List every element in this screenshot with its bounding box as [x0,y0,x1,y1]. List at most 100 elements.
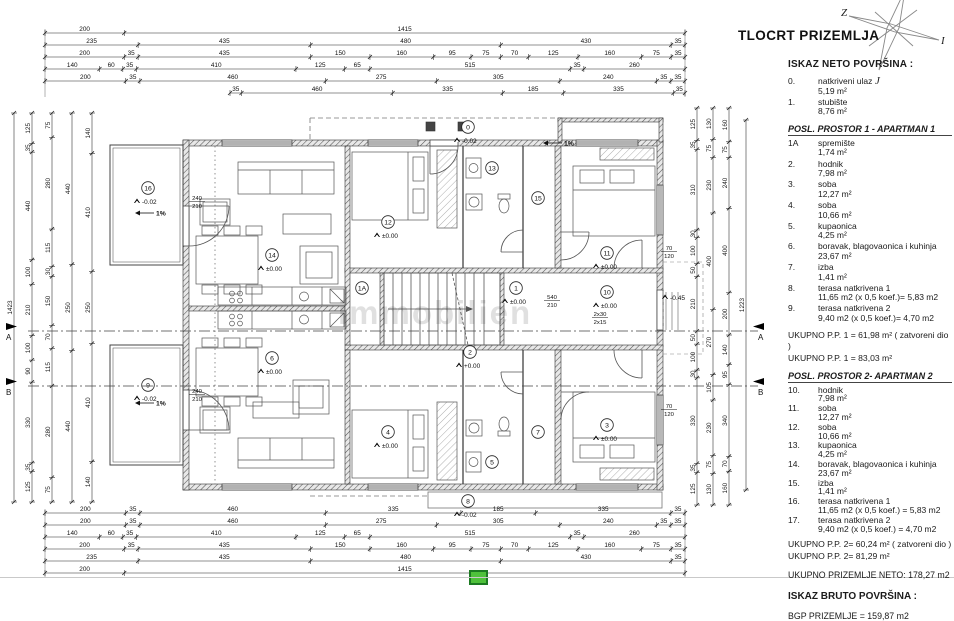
svg-text:160: 160 [722,482,729,493]
item-number: 3. [788,179,796,190]
doors-layer [188,145,643,431]
svg-text:160: 160 [396,50,407,57]
svg-text:480: 480 [400,38,411,45]
walls-layer [182,117,664,491]
svg-text:75: 75 [706,461,713,469]
svg-text:210: 210 [192,397,203,403]
room-label: 6±0.00 [258,351,282,376]
svg-text:75: 75 [482,50,490,57]
room-label: 5 [485,455,499,469]
item-name: stubište [818,96,848,107]
room-label: 7 [531,425,545,439]
svg-text:140: 140 [722,344,729,355]
item-number: 2. [788,158,796,169]
svg-text:90: 90 [25,367,32,375]
svg-text:435: 435 [219,38,230,45]
item-number: 9. [788,303,796,314]
svg-text:305: 305 [493,518,504,525]
svg-text:515: 515 [465,62,476,69]
svg-text:95: 95 [449,542,457,549]
compass-east-label: I [940,35,946,47]
svg-text:±0.00: ±0.00 [601,303,617,310]
svg-text:125: 125 [690,483,697,494]
svg-text:-0.02: -0.02 [142,199,157,206]
svg-text:35: 35 [675,38,683,45]
compass-south-label: J [875,75,881,87]
svg-text:1%: 1% [156,210,166,217]
svg-text:125: 125 [25,123,32,134]
svg-text:210: 210 [547,303,558,309]
svg-text:335: 335 [613,86,624,93]
svg-text:400: 400 [706,255,713,266]
item-area: 23,67 m² [818,467,852,478]
svg-text:35: 35 [676,86,684,93]
item-number: 10. [788,384,800,395]
item-area: 4,25 m² [818,449,847,460]
svg-text:1: 1 [514,285,518,292]
svg-text:5: 5 [490,459,494,466]
svg-text:115: 115 [45,362,52,373]
svg-text:400: 400 [722,245,729,256]
svg-text:1%: 1% [564,140,574,147]
svg-text:125: 125 [548,542,559,549]
apartment1-header: POSL. PROSTOR 1 - APARTMAN 1 [788,124,952,136]
item-number: 16. [788,496,800,507]
svg-text:0: 0 [466,124,470,131]
item-name: terasa natkrivena 1 [818,496,891,507]
svg-text:75: 75 [482,542,490,549]
area-schedule-panel: TLOCRT PRIZEMLJA ISKAZ NETO POVRŠINA : 0… [738,26,952,621]
svg-text:35: 35 [129,506,137,513]
compass-rose: Z I J [841,0,946,87]
svg-text:70: 70 [722,460,729,468]
svg-text:35: 35 [232,86,240,93]
total-line: UKUPNO P.P. 1 = 61,98 m² ( zatvoreni dio… [788,329,949,351]
svg-text:150: 150 [335,542,346,549]
svg-text:±0.00: ±0.00 [601,436,617,443]
room-label: 9-0.02 [134,378,157,403]
item-number: 4. [788,199,796,210]
dimension-frames [44,29,686,577]
svg-text:240: 240 [192,389,203,395]
room-label: 11±0.00 [593,246,617,271]
svg-text:435: 435 [219,554,230,561]
svg-text:305: 305 [493,74,504,81]
room-label: 8-0.02 [454,494,477,519]
svg-text:+0.00: +0.00 [464,363,481,370]
item-area: 5,19 m² [818,85,847,96]
svg-text:340: 340 [722,415,729,426]
svg-text:275: 275 [376,74,387,81]
svg-text:1%: 1% [156,400,166,407]
svg-text:65: 65 [354,530,362,537]
svg-text:75: 75 [653,50,661,57]
item-area: 12,27 m² [818,411,852,422]
svg-text:270: 270 [706,336,713,347]
svg-text:125: 125 [315,62,326,69]
svg-text:140: 140 [85,127,92,138]
svg-text:2x30: 2x30 [594,312,607,318]
svg-text:8: 8 [466,498,470,505]
item-name: hodnik [818,158,844,169]
svg-text:16: 16 [144,185,152,192]
item-area: 23,67 m² [818,250,852,261]
svg-text:460: 460 [227,518,238,525]
svg-text:240: 240 [603,518,614,525]
svg-text:335: 335 [598,506,609,513]
svg-text:35: 35 [25,144,32,152]
svg-text:125: 125 [548,50,559,57]
item-number: 14. [788,458,800,469]
svg-text:60: 60 [108,530,116,537]
svg-text:B: B [758,388,763,397]
svg-text:435: 435 [219,50,230,57]
svg-text:140: 140 [67,530,78,537]
svg-text:4: 4 [386,429,390,436]
svg-text:35: 35 [126,62,134,69]
